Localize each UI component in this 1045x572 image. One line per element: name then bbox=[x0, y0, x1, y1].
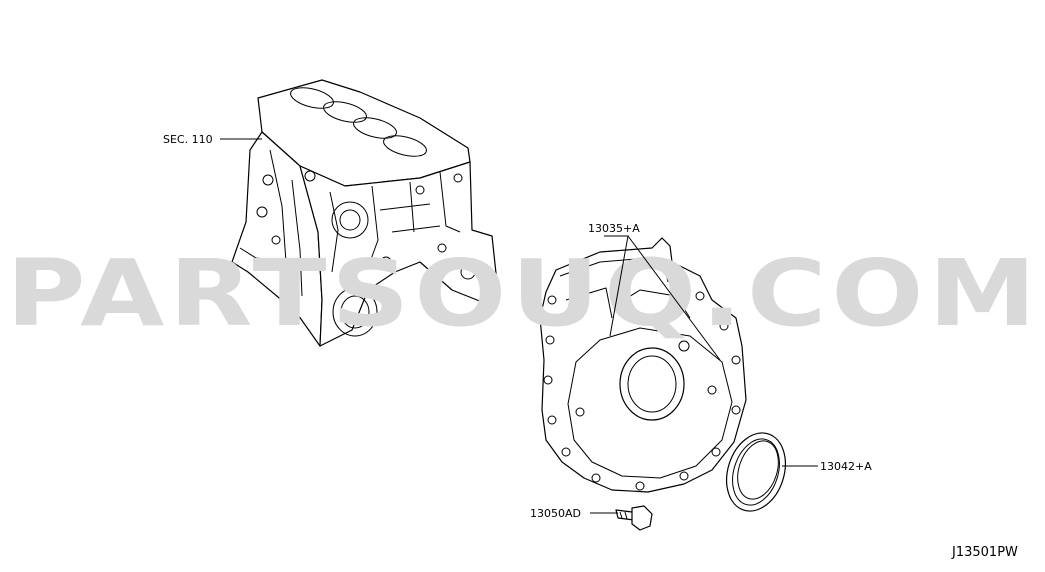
label-13042-a[interactable]: 13042+A bbox=[820, 460, 872, 473]
label-sec-110[interactable]: SEC. 110 bbox=[163, 133, 213, 146]
label-13050ad[interactable]: 13050AD bbox=[530, 507, 581, 520]
watermark: PARTSOUQ.COM bbox=[6, 240, 1041, 347]
label-13035-a[interactable]: 13035+A bbox=[588, 222, 640, 235]
diagram-code: J13501PW bbox=[951, 545, 1018, 560]
oil-seal bbox=[726, 432, 786, 512]
bolt bbox=[615, 505, 653, 531]
engine-block bbox=[231, 79, 499, 347]
rear-plate bbox=[539, 237, 747, 493]
leader-13035-b bbox=[627, 235, 721, 361]
